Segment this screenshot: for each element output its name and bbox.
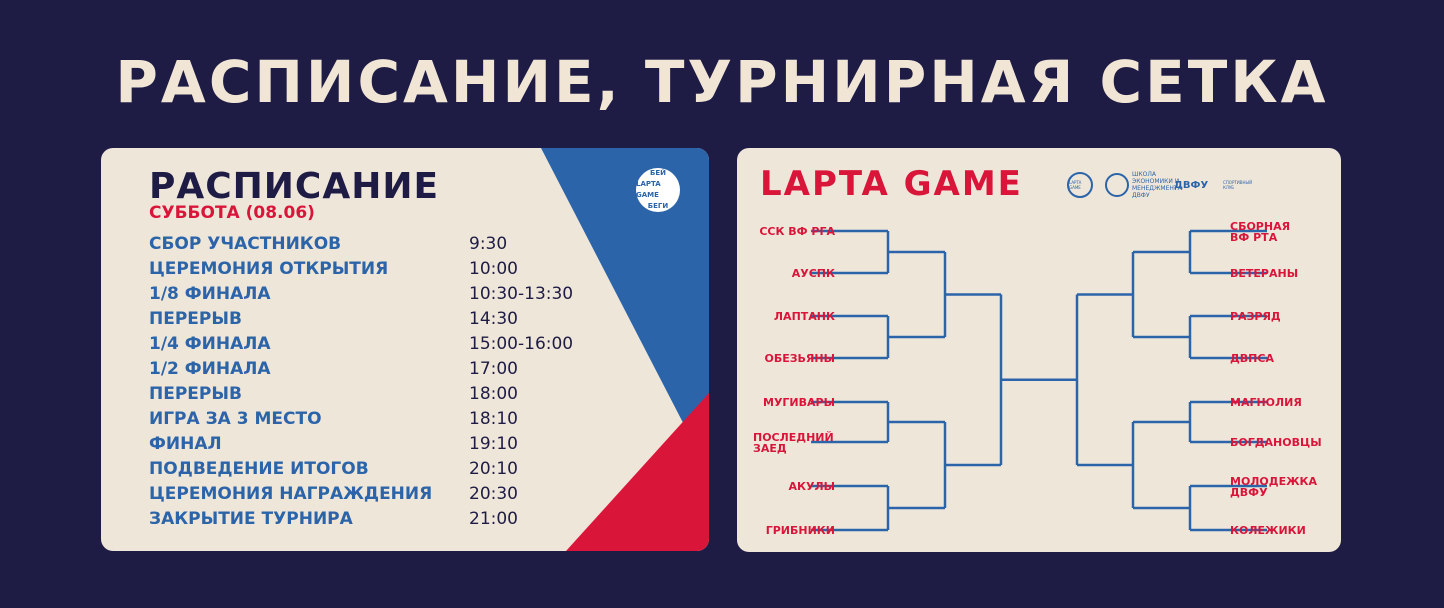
schedule-row: СБОР УЧАСТНИКОВ 9:30 — [149, 234, 599, 258]
schedule-row: ПОДВЕДЕНИЕ ИТОГОВ 20:10 — [149, 459, 599, 483]
schedule-row: ЦЕРЕМОНИЯ ОТКРЫТИЯ 10:00 — [149, 259, 599, 283]
event-name: ИГРА ЗА 3 МЕСТО — [149, 409, 322, 429]
event-name: ЗАКРЫТИЕ ТУРНИРА — [149, 509, 353, 529]
team-name: ОБЕЗЬЯНЫ — [764, 352, 835, 365]
schedule-row: ФИНАЛ 19:10 — [149, 434, 599, 458]
team-name: МОЛОДЕЖКА ДВФУ — [1230, 475, 1318, 499]
team-name: ДВПСА — [1230, 352, 1274, 365]
event-name: ЦЕРЕМОНИЯ НАГРАЖДЕНИЯ — [149, 484, 433, 504]
team-name: МАГНОЛИЯ — [1230, 396, 1302, 409]
event-name: ФИНАЛ — [149, 434, 222, 454]
schedule-row: ЦЕРЕМОНИЯ НАГРАЖДЕНИЯ 20:30 — [149, 484, 599, 508]
bracket-lines — [811, 229, 1267, 532]
schedule-title: РАСПИСАНИЕ — [149, 166, 440, 207]
event-name: ПОДВЕДЕНИЕ ИТОГОВ — [149, 459, 369, 479]
team-name: ВЕТЕРАНЫ — [1230, 267, 1299, 280]
event-name: 1/8 ФИНАЛА — [149, 284, 271, 304]
sponsor-logo: LAPTA GAME — [1067, 172, 1093, 198]
schedule-row: 1/8 ФИНАЛА 10:30-13:30 — [149, 284, 599, 308]
event-time: 18:10 — [469, 409, 518, 429]
page-title: РАСПИСАНИЕ, ТУРНИРНАЯ СЕТКА — [115, 48, 1329, 116]
schedule-row: 1/2 ФИНАЛА 17:00 — [149, 359, 599, 383]
schedule-row: 1/4 ФИНАЛА 15:00-16:00 — [149, 334, 599, 358]
team-name: ПОСЛЕДНИЙ ЗАЕД — [753, 431, 834, 455]
team-name: ГРИБНИКИ — [765, 524, 835, 537]
team-name: КОЛЕЖИКИ — [1230, 524, 1306, 537]
event-time: 20:10 — [469, 459, 518, 479]
team-name: АКУЛЫ — [788, 480, 835, 493]
event-time: 10:30-13:30 — [469, 284, 574, 304]
sponsor-logo: ДВФУ — [1174, 179, 1209, 191]
schedule-row: ПЕРЕРЫВ 18:00 — [149, 384, 599, 408]
event-name: 1/2 ФИНАЛА — [149, 359, 271, 379]
event-time: 20:30 — [469, 484, 518, 504]
event-time: 14:30 — [469, 309, 518, 329]
event-time: 9:30 — [469, 234, 508, 254]
event-time: 19:10 — [469, 434, 518, 454]
event-name: ПЕРЕРЫВ — [149, 309, 242, 329]
event-time: 15:00-16:00 — [469, 334, 574, 354]
event-name: ПЕРЕРЫВ — [149, 384, 242, 404]
event-time: 21:00 — [469, 509, 518, 529]
sponsor-logo: ШКОЛА ЭКОНОМИКИ И МЕНЕДЖМЕНТА ДВФУ — [1105, 171, 1182, 199]
schedule-row: ПЕРЕРЫВ 14:30 — [149, 309, 599, 333]
event-name: ЦЕРЕМОНИЯ ОТКРЫТИЯ — [149, 259, 389, 279]
event-time: 10:00 — [469, 259, 518, 279]
bracket-card: LAPTA GAME LAPTA GAME ШКОЛА ЭКОНОМИКИ И … — [737, 148, 1341, 552]
team-name: БОГДАНОВЦЫ — [1230, 436, 1322, 449]
team-name: ССК ВФ РГА — [759, 225, 835, 238]
schedule-row: ИГРА ЗА 3 МЕСТО 18:10 — [149, 409, 599, 433]
event-name: СБОР УЧАСТНИКОВ — [149, 234, 342, 254]
schedule-row: ЗАКРЫТИЕ ТУРНИРА 21:00 — [149, 509, 599, 533]
team-name: МУГИВАРЫ — [763, 396, 835, 409]
schedule-date: СУББОТА (08.06) — [149, 203, 315, 223]
decorative-triangles — [541, 148, 709, 551]
event-time: 18:00 — [469, 384, 518, 404]
team-name: АУСПК — [791, 267, 835, 280]
team-name: РАЗРЯД — [1230, 310, 1281, 323]
bracket-title: LAPTA GAME — [760, 164, 1023, 204]
team-name: СБОРНАЯ ВФ РТА — [1230, 220, 1291, 244]
event-name: 1/4 ФИНАЛА — [149, 334, 271, 354]
team-name: ЛАПТАНК — [773, 310, 835, 323]
sponsor-logo: СПОРТИВНЫЙ КЛУБ — [1223, 180, 1253, 190]
event-time: 17:00 — [469, 359, 518, 379]
